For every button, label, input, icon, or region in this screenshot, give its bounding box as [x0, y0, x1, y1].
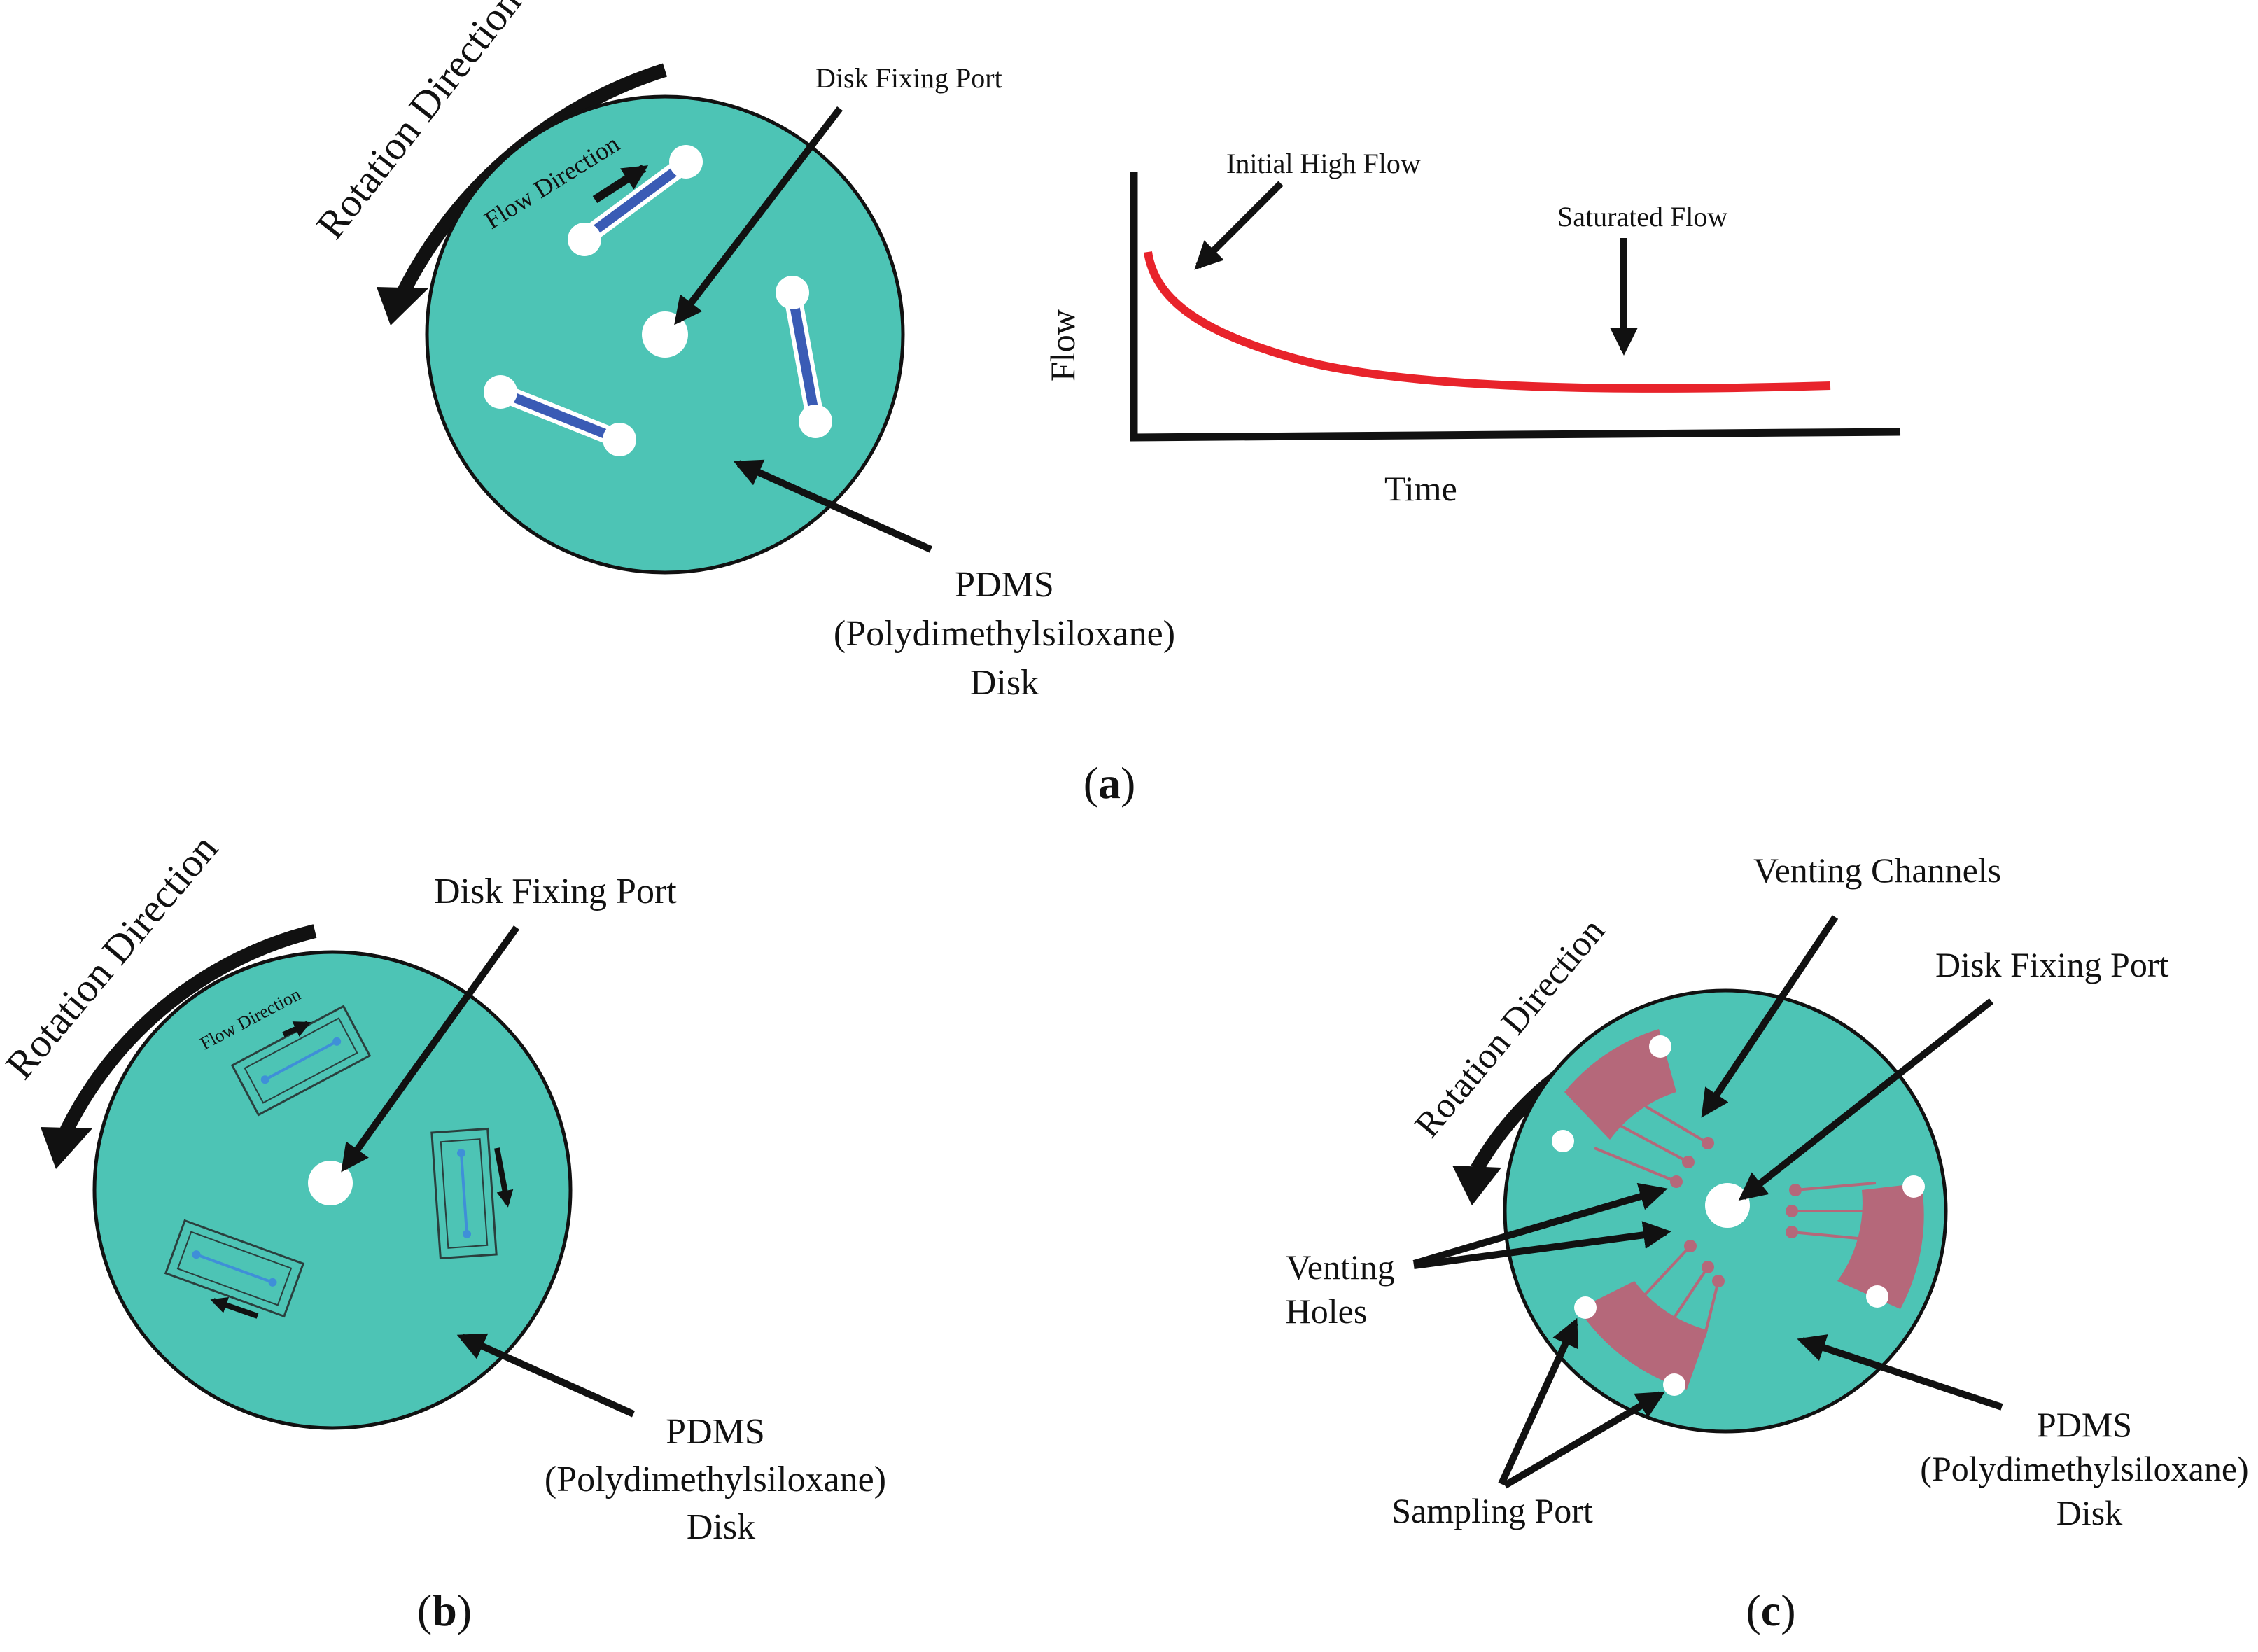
venting-channels [1594, 1094, 1877, 1338]
x-axis [1130, 428, 1901, 442]
disk-fixing-port-arrow [674, 106, 843, 326]
pdms-label-full: (Polydimethylsiloxane) [1920, 1449, 2248, 1488]
initial-high-flow-label: Initial High Flow [1226, 148, 1421, 179]
venting-channels-label: Venting Channels [1753, 850, 2001, 890]
sampling-port [1552, 1130, 1574, 1152]
panel-label: (c) [1746, 1586, 1795, 1635]
flow-direction-arrow [282, 1021, 311, 1037]
pdms-label: PDMS [666, 1412, 765, 1452]
venting-channels-arrow [1701, 915, 1839, 1118]
pdms-label-disk: Disk [970, 663, 1039, 703]
sampling-port-arrow [1503, 1391, 1665, 1489]
sample-chamber [1564, 1029, 1676, 1140]
inlet-port [484, 375, 517, 409]
flow-time-chart: Flow Time Initial High Flow Saturated Fl… [1043, 148, 1901, 508]
panel-label: (a) [1084, 758, 1136, 808]
panel-c: Rotation Direction [1286, 850, 2249, 1635]
sampling-port [1663, 1373, 1685, 1396]
rotation-arrow [60, 924, 317, 1134]
pdms-label-full: (Polydimethylsiloxane) [834, 614, 1175, 654]
inlet-port [776, 276, 809, 309]
x-axis-label: Time [1384, 469, 1457, 508]
rotation-arrowhead [41, 1127, 92, 1169]
pdms-label: PDMS [955, 565, 1054, 605]
disk-fixing-port-label: Disk Fixing Port [1935, 945, 2169, 984]
microchannel [498, 387, 622, 444]
sampling-port [1902, 1175, 1925, 1198]
panel-b: Rotation Direction Flow Direction [0, 826, 886, 1635]
panel-a: Rotation Direction Flow Direction Disk F… [307, 0, 1901, 808]
pdms-label-full: (Polydimethylsiloxane) [545, 1460, 886, 1499]
microchannel [581, 159, 689, 242]
microchannel-chamber [430, 1127, 498, 1260]
outlet-port [799, 405, 832, 438]
rotation-arrowhead [377, 287, 428, 326]
flow-direction-arrow [592, 164, 649, 204]
sample-chamber [1578, 1281, 1708, 1390]
pdms-label-disk: Disk [687, 1507, 755, 1547]
pdms-label-disk: Disk [2056, 1493, 2122, 1532]
pdms-label: PDMS [2037, 1405, 2132, 1444]
outlet-port [669, 145, 703, 178]
disk-fixing-port-arrow [1738, 998, 1994, 1200]
flow-direction-arrow [210, 1297, 259, 1319]
venting-holes-label: Venting [1286, 1247, 1395, 1287]
venting-holes-arrow [1412, 1182, 1668, 1267]
flow-direction-arrow [494, 1147, 514, 1208]
microchannel-chamber [230, 1004, 372, 1116]
inlet-port [568, 223, 601, 256]
pdms-arrow [733, 459, 933, 553]
sampling-port [1866, 1285, 1888, 1308]
venting-holes-label-2: Holes [1286, 1292, 1368, 1331]
panel-label: (b) [417, 1586, 472, 1635]
disk-fixing-port-arrow [341, 925, 520, 1172]
sampling-port [1574, 1296, 1597, 1319]
sampling-port-label: Sampling Port [1391, 1491, 1593, 1530]
pdms-arrow [456, 1333, 636, 1418]
disk-fixing-port-label: Disk Fixing Port [434, 872, 677, 911]
disk-fixing-port-label: Disk Fixing Port [815, 62, 1002, 94]
venting-holes-arrow [1413, 1221, 1671, 1269]
pdms-arrow [1797, 1334, 2003, 1410]
microchannel-chamber [164, 1219, 305, 1318]
sampling-port-arrow [1498, 1317, 1578, 1486]
saturated-flow-label: Saturated Flow [1557, 201, 1727, 232]
initial-high-flow-arrow [1194, 181, 1284, 270]
sampling-port [1649, 1035, 1671, 1058]
y-axis-label: Flow [1043, 309, 1082, 382]
microchannel [787, 293, 820, 421]
flow-curve [1144, 251, 1831, 393]
sample-chamber [1837, 1183, 1924, 1309]
disk-fixing-hole [1705, 1183, 1750, 1228]
rotation-arrowhead [1452, 1166, 1501, 1205]
outlet-port [603, 423, 636, 456]
